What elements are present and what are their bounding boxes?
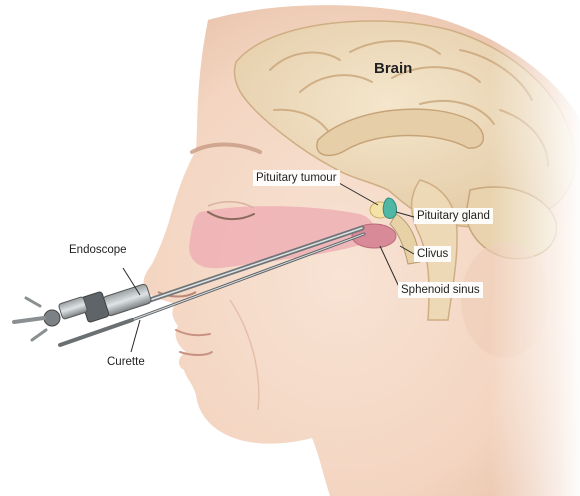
curette-label: Curette xyxy=(104,354,148,370)
sphenoid-sinus-label: Sphenoid sinus xyxy=(398,282,483,298)
endoscope-body xyxy=(14,283,152,340)
curette-handle xyxy=(60,320,132,345)
brain-label: Brain xyxy=(374,62,412,76)
endoscope-label: Endoscope xyxy=(66,242,130,258)
clivus-label: Clivus xyxy=(414,246,451,262)
pituitary-tumour-label: Pituitary tumour xyxy=(253,170,340,186)
pituitary-gland-label: Pituitary gland xyxy=(414,208,493,224)
